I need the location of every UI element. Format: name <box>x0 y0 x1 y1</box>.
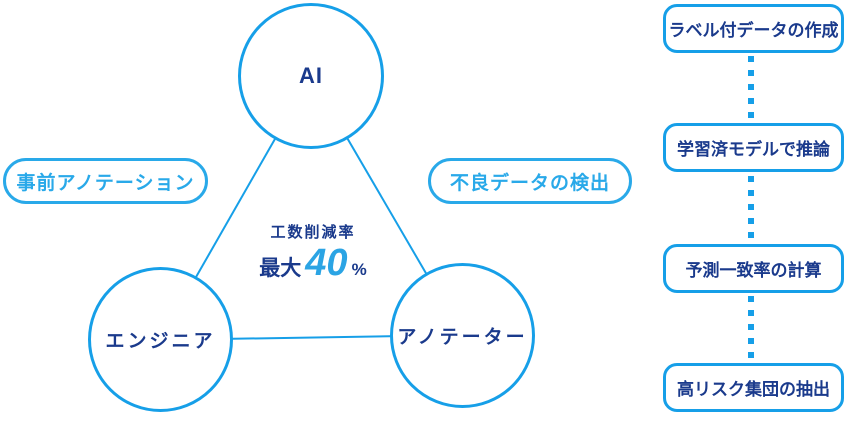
edge-label-bad-data-detection-text: 不良データの検出 <box>449 172 610 194</box>
stat-unit: % <box>351 260 367 279</box>
dotted-connector-3 <box>748 296 754 360</box>
stat-value: 40 <box>305 242 348 284</box>
flow-step-model-inference-text: 学習済モデルで推論 <box>677 140 830 159</box>
flow-step-labeled-data: ラベル付データの作成 <box>663 4 844 53</box>
flow-step-agreement-rate-text: 予測一致率の計算 <box>685 261 822 280</box>
node-engineer: エンジニア <box>88 267 233 412</box>
stat-line: 最大 40 % <box>240 244 386 282</box>
flow-step-high-risk-extraction-text: 高リスク集団の抽出 <box>677 380 830 399</box>
dotted-connector-2 <box>748 176 754 241</box>
edge-label-pre-annotation-text: 事前アノテーション <box>16 172 195 194</box>
node-engineer-label: エンジニア <box>105 331 216 352</box>
node-annotator-label: アノテーター <box>397 327 528 348</box>
node-annotator: アノテーター <box>390 263 535 408</box>
edge-label-bad-data-detection: 不良データの検出 <box>428 158 632 204</box>
flow-step-labeled-data-text: ラベル付データの作成 <box>668 21 839 40</box>
stat-title: 工数削減率 <box>270 224 356 241</box>
flow-step-agreement-rate: 予測一致率の計算 <box>663 244 844 293</box>
node-ai: AI <box>238 3 384 149</box>
node-ai-label: AI <box>299 63 323 88</box>
center-stat: 工数削減率 最大 40 % <box>240 221 386 282</box>
stat-prefix: 最大 <box>259 257 302 280</box>
flow-step-model-inference: 学習済モデルで推論 <box>663 123 844 172</box>
dotted-connector-1 <box>748 56 754 120</box>
edge-label-pre-annotation: 事前アノテーション <box>3 158 208 204</box>
flow-step-high-risk-extraction: 高リスク集団の抽出 <box>663 363 844 412</box>
